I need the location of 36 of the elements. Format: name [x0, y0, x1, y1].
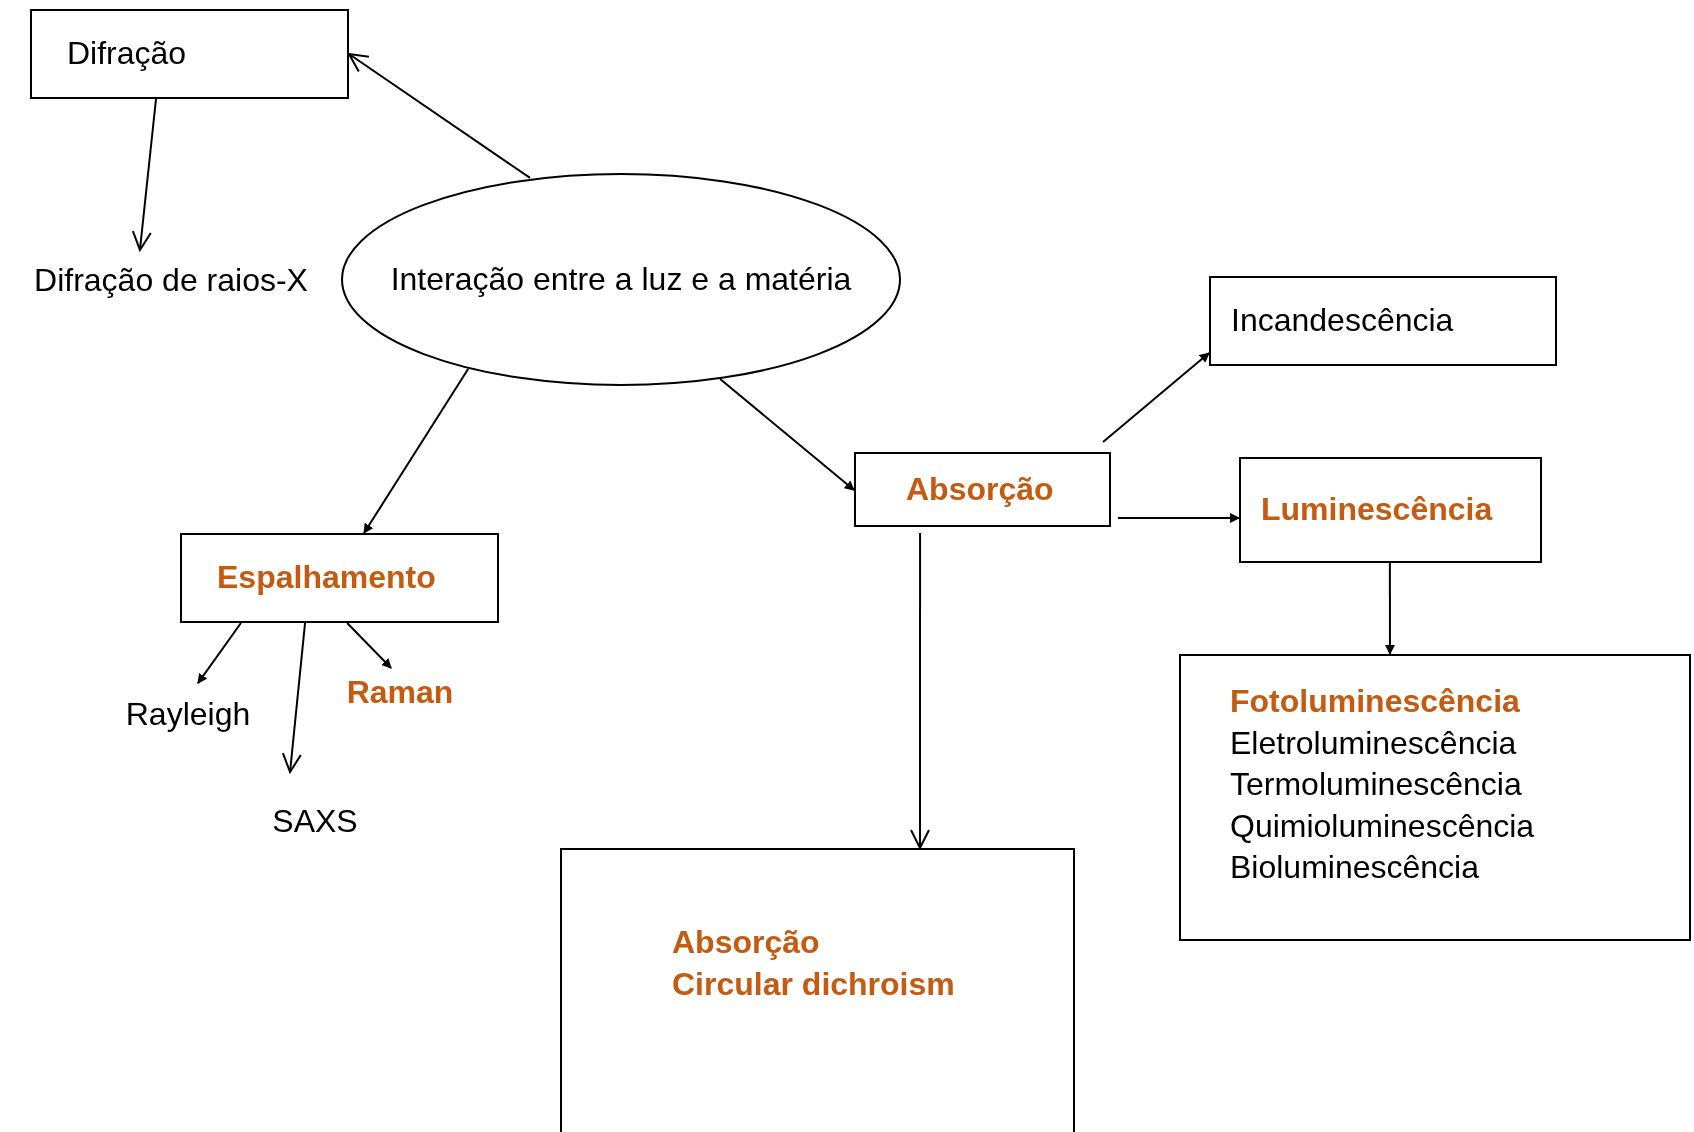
arrow	[1384, 562, 1395, 655]
arrow	[363, 367, 470, 534]
arrow	[197, 622, 242, 685]
arrow	[346, 622, 393, 669]
heading-text: Absorção	[906, 469, 1055, 509]
arrow	[1102, 352, 1210, 444]
label-text: Bioluminescência	[1230, 848, 1480, 888]
label-text: Difração	[67, 34, 188, 74]
label-text: Interação entre a luz e a matéria	[390, 259, 852, 299]
heading-text: Luminescência	[1261, 490, 1494, 530]
arrow	[131, 98, 157, 251]
list-box	[1179, 654, 1691, 941]
arrow	[1116, 512, 1240, 523]
label-text: Rayleigh	[125, 695, 251, 735]
label-text: Eletroluminescência	[1230, 723, 1518, 763]
process-box	[180, 533, 499, 623]
arrow	[281, 622, 307, 773]
heading-text: Circular dichroism	[672, 964, 956, 1004]
arrow	[910, 532, 930, 849]
heading-text: Raman	[346, 673, 454, 713]
ellipse-node	[341, 173, 901, 386]
process-box	[560, 848, 1075, 1132]
heading-text: Fotoluminescência	[1230, 682, 1521, 721]
process-box	[1209, 276, 1557, 366]
heading-text: Absorção	[672, 923, 821, 962]
label-text: Termoluminescência	[1230, 765, 1523, 805]
label-text: Incandescência	[1231, 301, 1455, 341]
process-box	[30, 9, 349, 99]
heading-text: Espalhamento	[217, 558, 437, 598]
label-text: Quimioluminescência	[1230, 806, 1536, 846]
label-text: SAXS	[272, 802, 358, 842]
process-box	[854, 452, 1111, 527]
arrow	[719, 377, 855, 492]
process-box	[1239, 457, 1542, 563]
arrow	[348, 53, 531, 179]
label-text: Difração de raios-X	[34, 261, 308, 301]
